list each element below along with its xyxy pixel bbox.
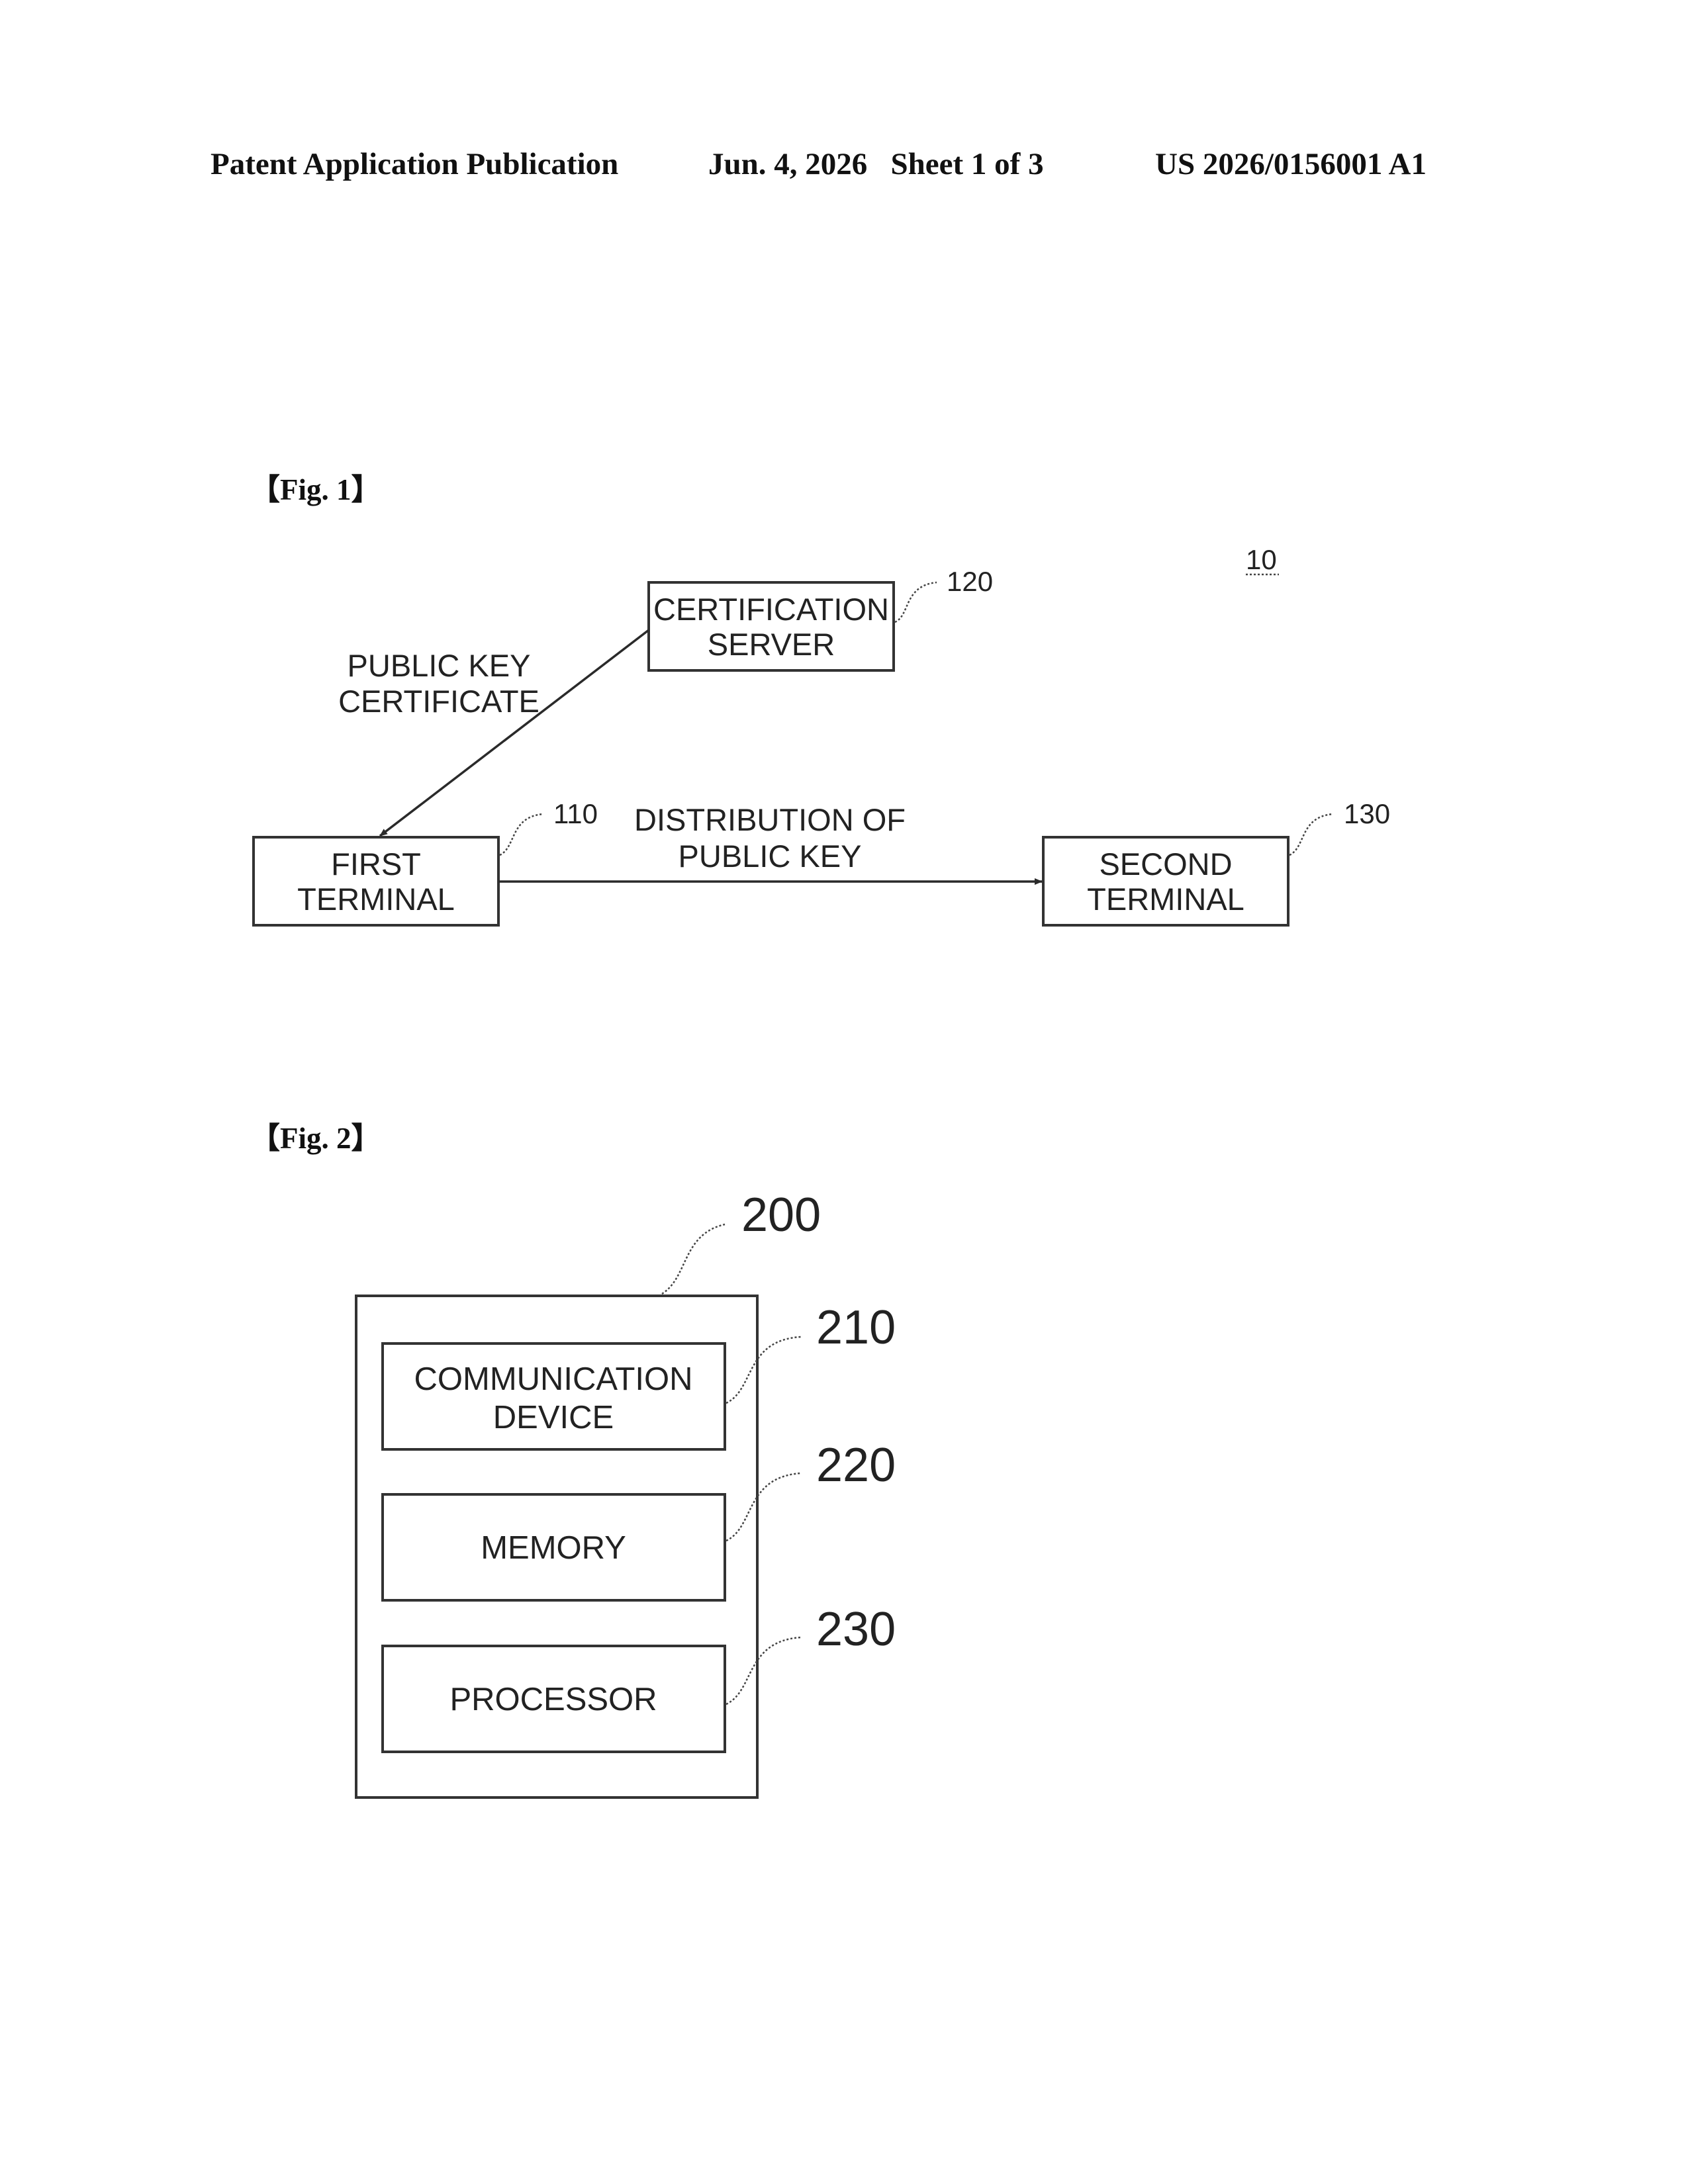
fig1-label: 【Fig. 1】 bbox=[250, 473, 381, 506]
second-terminal-label-line2: TERMINAL bbox=[1087, 882, 1244, 917]
memory-ref: 220 bbox=[816, 1439, 896, 1492]
first-terminal-ref-leader bbox=[500, 814, 543, 855]
certification-server-ref: 120 bbox=[947, 566, 993, 597]
communication-device-label-line2: DEVICE bbox=[493, 1400, 614, 1435]
second-terminal-ref-leader bbox=[1289, 814, 1333, 855]
distribution-label-line1: DISTRIBUTION OF bbox=[634, 802, 906, 837]
fig1-system-ref: 10 bbox=[1246, 544, 1277, 575]
distribution-label-line2: PUBLIC KEY bbox=[679, 839, 862, 874]
second-terminal-ref: 130 bbox=[1344, 798, 1390, 829]
figure-1: 【Fig. 1】 10 CERTIFICATION SERVER 120 FIR… bbox=[250, 473, 1390, 925]
memory-label: MEMORY bbox=[481, 1530, 626, 1566]
second-terminal-label-line1: SECOND bbox=[1099, 846, 1232, 882]
communication-device-ref: 210 bbox=[816, 1301, 896, 1354]
communication-device-label-line1: COMMUNICATION bbox=[414, 1361, 693, 1397]
processor-ref: 230 bbox=[816, 1603, 896, 1656]
certification-server-label-line2: SERVER bbox=[708, 627, 835, 662]
header-publication: Patent Application Publication bbox=[211, 147, 618, 181]
processor-label: PROCESSOR bbox=[449, 1682, 657, 1717]
first-terminal-label-line2: TERMINAL bbox=[297, 882, 455, 917]
device-ref: 200 bbox=[741, 1189, 821, 1242]
first-terminal-ref: 110 bbox=[553, 798, 598, 829]
certificate-label-line2: CERTIFICATE bbox=[338, 684, 539, 719]
certification-server-ref-leader bbox=[895, 582, 937, 622]
figure-2: 【Fig. 2】 200 COMMUNICATION DEVICE 210 ME… bbox=[250, 1122, 896, 1797]
header-date-sheet: Jun. 4, 2026 Sheet 1 of 3 bbox=[708, 147, 1044, 181]
device-ref-leader bbox=[662, 1224, 725, 1294]
certificate-label-line1: PUBLIC KEY bbox=[348, 648, 531, 683]
first-terminal-label-line1: FIRST bbox=[331, 846, 421, 882]
header-publication-number: US 2026/0156001 A1 bbox=[1155, 147, 1427, 181]
certification-server-label-line1: CERTIFICATION bbox=[653, 592, 889, 627]
fig2-label: 【Fig. 2】 bbox=[250, 1122, 381, 1155]
